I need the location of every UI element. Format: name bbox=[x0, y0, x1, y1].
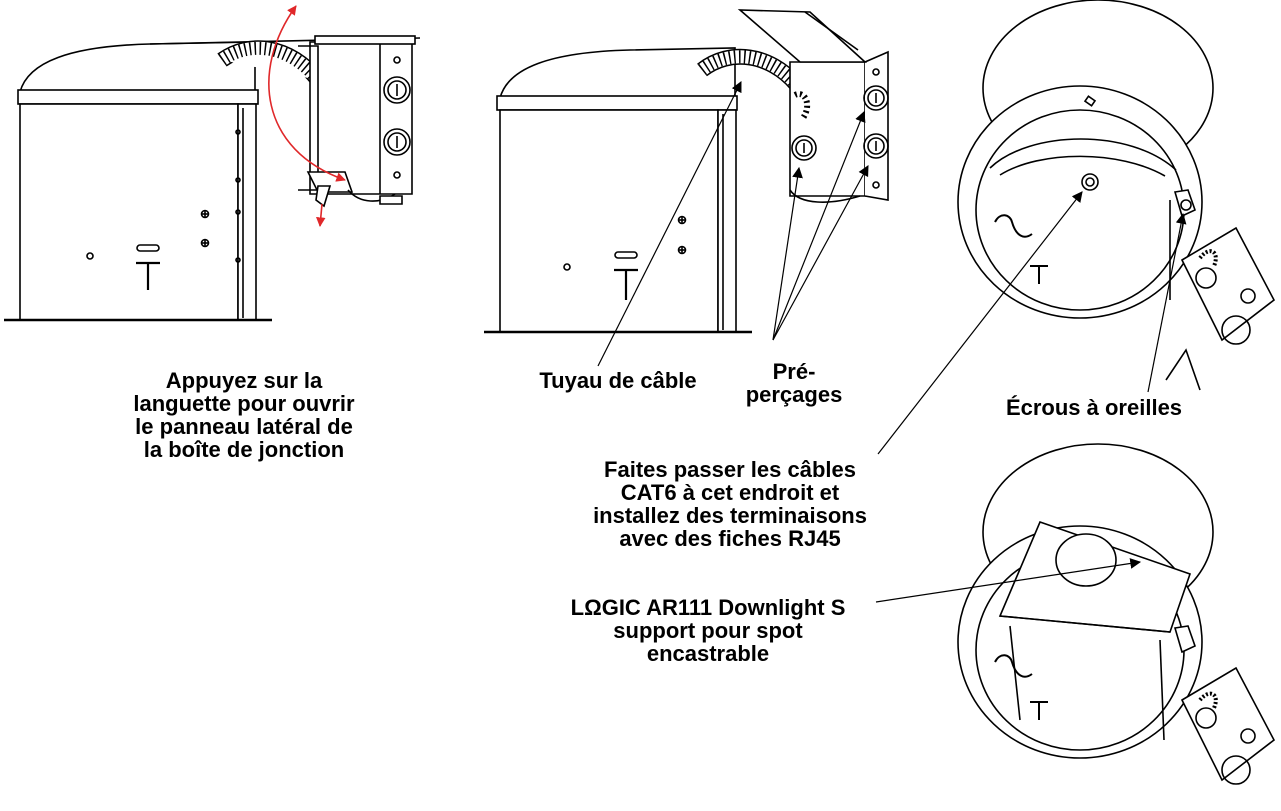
leader-route-cables bbox=[877, 191, 1083, 455]
caption-line: Appuyez sur la bbox=[165, 368, 323, 393]
caption-line: la boîte de jonction bbox=[143, 437, 345, 462]
open-direction-arrow bbox=[268, 5, 346, 182]
caption-line: CAT6 à cet endroit et bbox=[620, 480, 840, 505]
leader-cable-pipe bbox=[597, 81, 742, 367]
caption-cable-pipe: Tuyau de câble bbox=[528, 369, 708, 392]
caption-line: installez des terminaisons bbox=[593, 503, 867, 528]
caption-line: perçages bbox=[745, 382, 843, 407]
caption-line: Pré- bbox=[772, 359, 816, 384]
caption-route-cables: Faites passer les câbles CAT6 à cet endr… bbox=[560, 458, 900, 550]
caption-knockouts: Pré- perçages bbox=[730, 360, 858, 406]
caption-line: Tuyau de câble bbox=[539, 368, 697, 393]
caption-line: languette pour ouvrir bbox=[133, 391, 355, 416]
figure-3-can bbox=[957, 0, 1276, 391]
caption-line: le panneau latéral de bbox=[135, 414, 353, 439]
push-tab-arrow bbox=[316, 203, 326, 227]
leader-wing-nuts bbox=[1147, 212, 1187, 393]
caption-line: support pour spot bbox=[613, 618, 803, 643]
caption-line: LΩGIC AR111 Downlight S bbox=[570, 595, 846, 620]
figure-1-housing bbox=[4, 35, 421, 322]
leader-knockouts bbox=[772, 110, 869, 341]
caption-line: encastrable bbox=[646, 641, 770, 666]
caption-line: Écrous à oreilles bbox=[1005, 395, 1183, 420]
caption-press-tab: Appuyez sur la languette pour ouvrir le … bbox=[114, 369, 374, 461]
caption-line: avec des fiches RJ45 bbox=[619, 526, 841, 551]
caption-product: LΩGIC AR111 Downlight S support pour spo… bbox=[548, 596, 868, 665]
figure-4-can-with-support bbox=[957, 443, 1276, 785]
caption-wing-nuts: Écrous à oreilles bbox=[970, 396, 1218, 419]
leader-product bbox=[875, 558, 1142, 603]
caption-line: Faites passer les câbles bbox=[604, 457, 856, 482]
figure-2-housing bbox=[484, 9, 889, 334]
